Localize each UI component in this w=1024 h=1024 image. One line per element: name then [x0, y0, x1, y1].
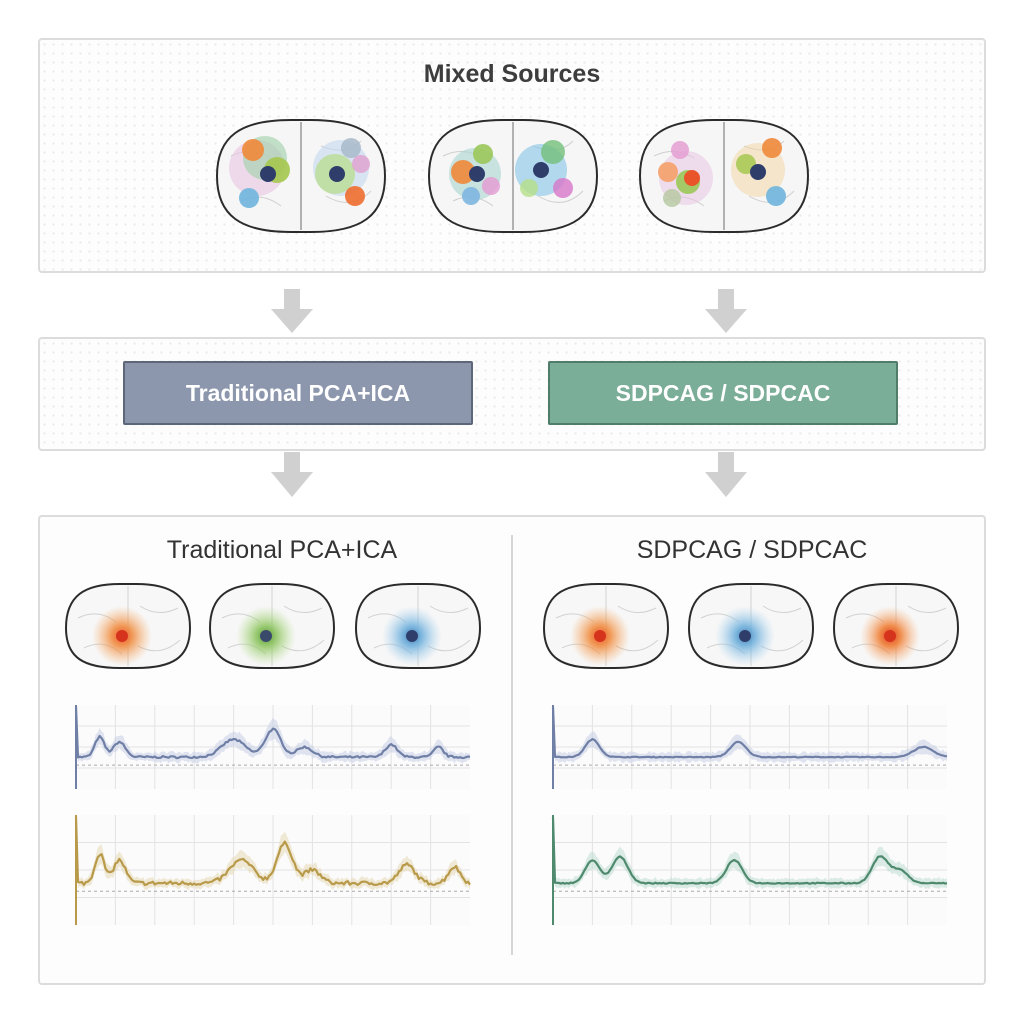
trace-left-2 [74, 811, 471, 925]
mixed-brain-3 [638, 119, 810, 233]
left-results-title: Traditional PCA+ICA [166, 536, 398, 564]
mixed-brain-2 [427, 119, 599, 233]
mixed-brain-1 [215, 119, 387, 233]
trace-right-2 [551, 813, 948, 925]
sdpca-method-box: SDPCAG / SDPCAC [548, 361, 898, 425]
mixed-sources-title: Mixed Sources [423, 60, 601, 88]
mixed-brains [215, 119, 810, 233]
component-brain-left-3 [354, 583, 482, 669]
component-brain-right-3 [832, 583, 960, 669]
component-brain-right-1 [542, 583, 670, 669]
component-brain-left-2 [208, 583, 336, 669]
component-brains [64, 583, 960, 669]
traditional-method-box: Traditional PCA+ICA [123, 361, 473, 425]
trace-left-1 [74, 701, 471, 789]
results-divider [511, 535, 513, 955]
trace-right-1 [551, 701, 948, 789]
component-brain-right-2 [687, 583, 815, 669]
right-results-title: SDPCAG / SDPCAC [636, 536, 868, 564]
component-brain-left-1 [64, 583, 192, 669]
